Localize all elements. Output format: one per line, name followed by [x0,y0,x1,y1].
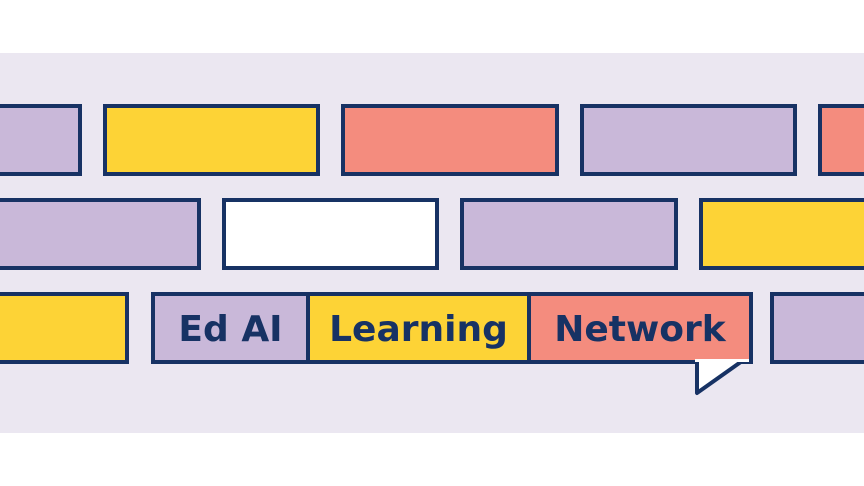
brick-yellow [0,292,129,364]
brick-lavender [580,104,797,176]
brick-lavender [0,198,201,270]
ed-ai-learning-network-logo: Ed AI Learning Network [151,292,753,364]
brick-coral [818,104,864,176]
brick-lavender [0,104,82,176]
brick-lavender [460,198,678,270]
brick-white [222,198,439,270]
speech-bubble-tail-icon [695,359,749,395]
brick-yellow [103,104,320,176]
logo-word-network: Network [531,296,749,360]
brick-wall-background: Ed AI Learning Network [0,53,864,433]
logo-word-learning: Learning [310,296,531,360]
brick-lavender [770,292,864,364]
brick-coral [341,104,559,176]
logo-word-ed-ai: Ed AI [155,296,310,360]
brick-yellow [699,198,864,270]
